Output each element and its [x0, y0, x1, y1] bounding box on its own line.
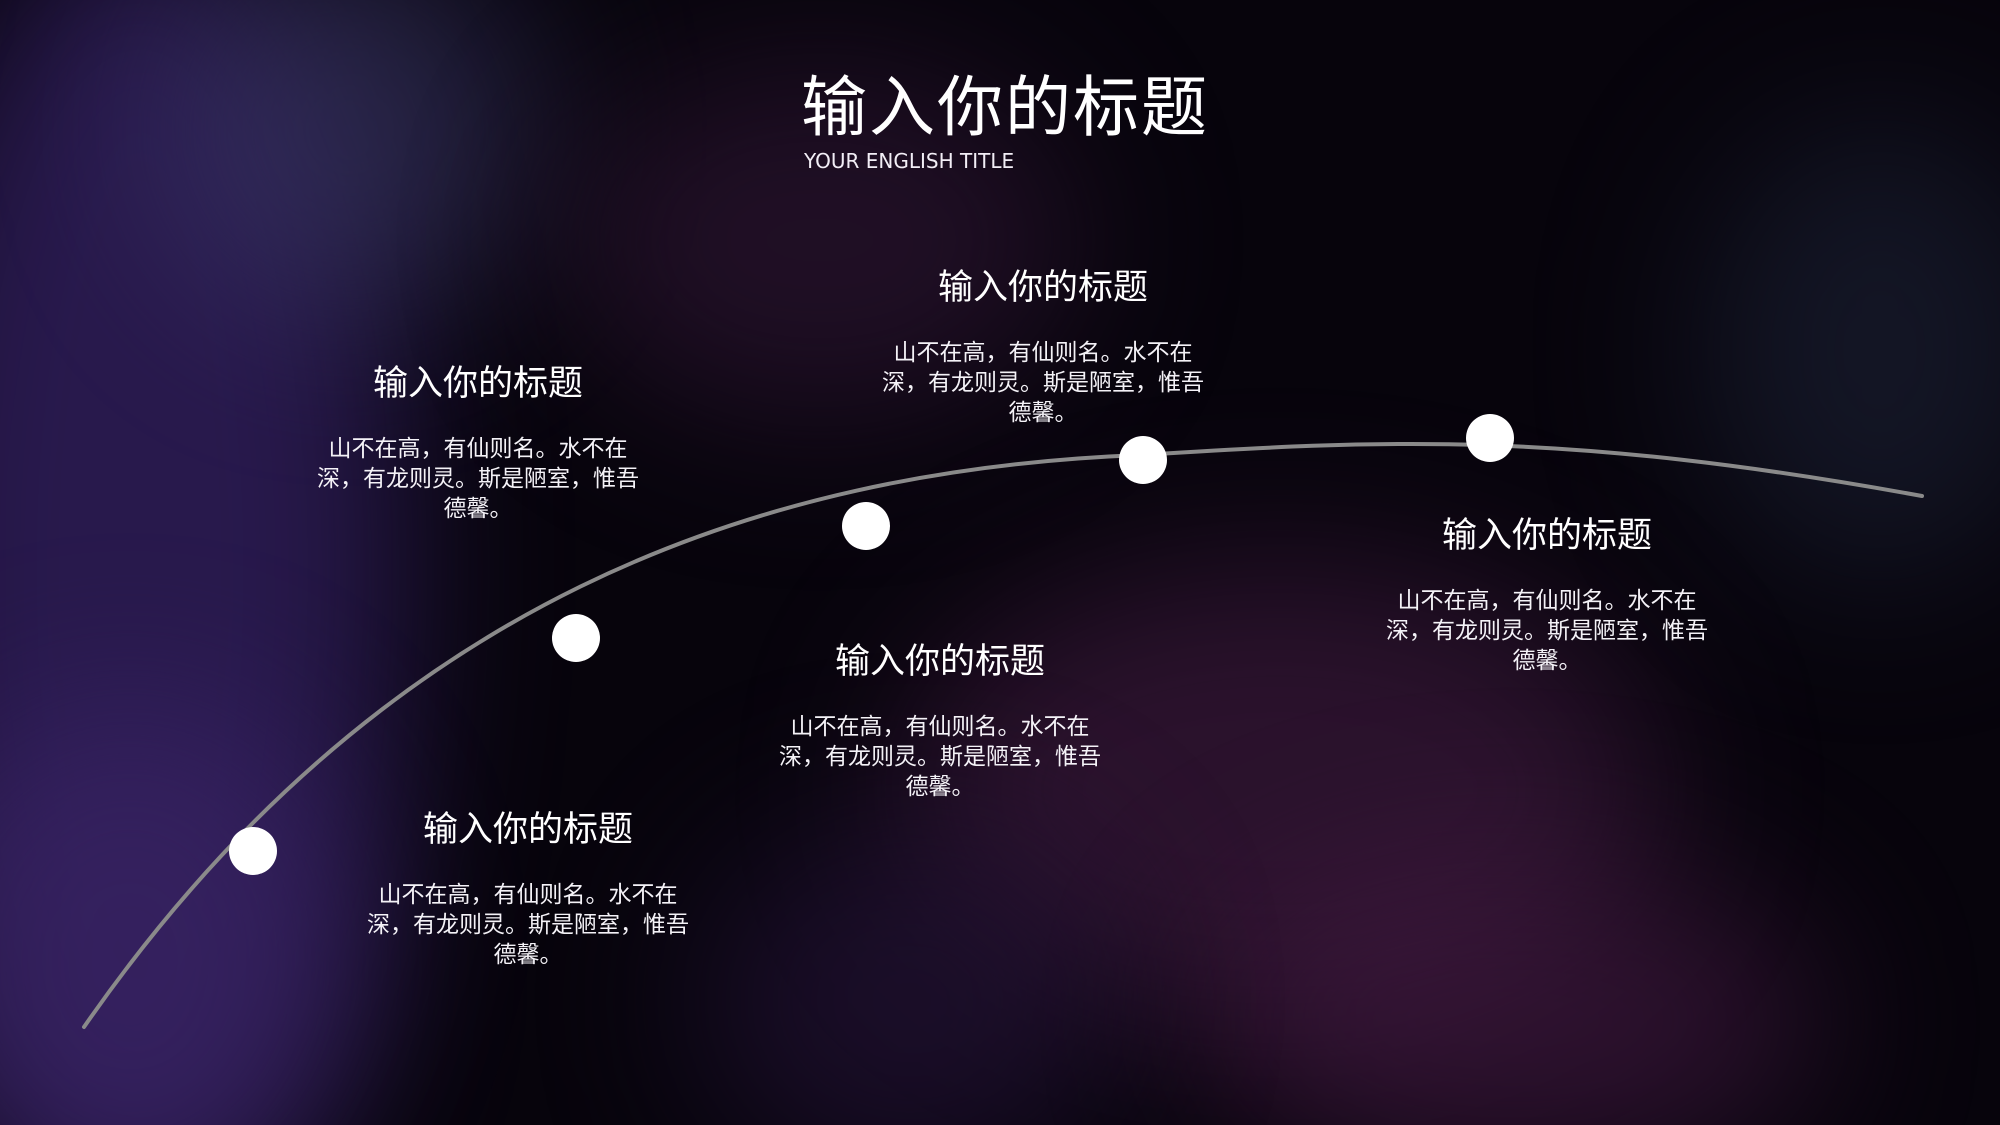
milestone-3: 输入你的标题 山不在高，有仙则名。水不在深，有龙则灵。斯是陋室，惟吾德馨。	[770, 640, 1110, 802]
milestone-title: 输入你的标题	[937, 268, 1148, 308]
milestone-title: 输入你的标题	[834, 642, 1045, 682]
milestone-title: 输入你的标题	[372, 364, 583, 404]
milestone-5: 输入你的标题 山不在高，有仙则名。水不在深，有龙则灵。斯是陋室，惟吾德馨。	[1377, 514, 1717, 676]
timeline-node-2	[552, 614, 600, 662]
milestone-title: 输入你的标题	[1441, 516, 1652, 556]
milestone-body: 山不在高，有仙则名。水不在深，有龙则灵。斯是陋室，惟吾德馨。	[1386, 588, 1708, 674]
milestone-body: 山不在高，有仙则名。水不在深，有龙则灵。斯是陋室，惟吾德馨。	[779, 714, 1101, 800]
slide-title: 输入你的标题	[801, 69, 1209, 146]
milestone-2: 输入你的标题 山不在高，有仙则名。水不在深，有龙则灵。斯是陋室，惟吾德馨。	[308, 362, 648, 524]
milestone-1: 输入你的标题 山不在高，有仙则名。水不在深，有龙则灵。斯是陋室，惟吾德馨。	[358, 808, 698, 970]
milestone-4: 输入你的标题 山不在高，有仙则名。水不在深，有龙则灵。斯是陋室，惟吾德馨。	[873, 266, 1213, 428]
milestone-body: 山不在高，有仙则名。水不在深，有龙则灵。斯是陋室，惟吾德馨。	[367, 882, 689, 968]
timeline-node-3	[842, 502, 890, 550]
timeline-node-5	[1466, 414, 1514, 462]
milestone-title: 输入你的标题	[422, 810, 633, 850]
slide-subtitle: YOUR ENGLISH TITLE	[804, 149, 1015, 173]
milestone-body: 山不在高，有仙则名。水不在深，有龙则灵。斯是陋室，惟吾德馨。	[882, 340, 1204, 426]
timeline-node-4	[1119, 436, 1167, 484]
milestone-body: 山不在高，有仙则名。水不在深，有龙则灵。斯是陋室，惟吾德馨。	[317, 436, 639, 522]
timeline-node-1	[229, 827, 277, 875]
